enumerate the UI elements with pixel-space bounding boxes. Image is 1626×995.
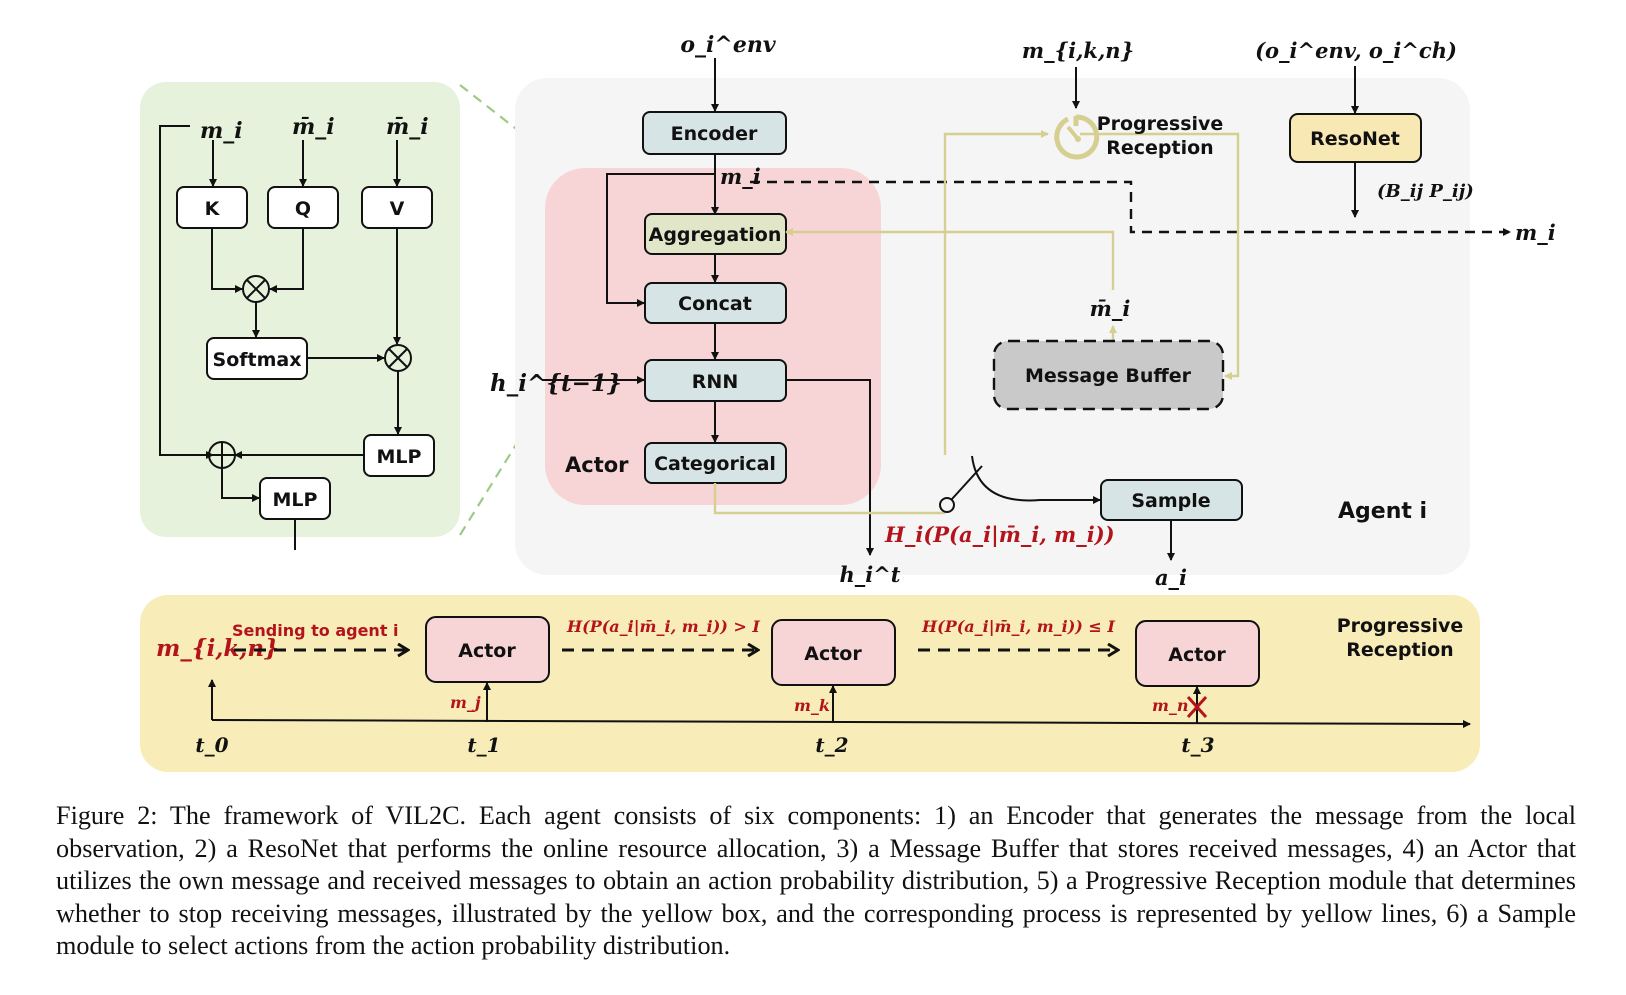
h-prev-label: h_i^{t−1} — [490, 370, 622, 397]
q-label: Q — [295, 198, 311, 220]
attention-panel: m_i m̄_i m̄_i K Q V Softmax — [140, 82, 649, 550]
resonet-output-label: (B_ij P_ij) — [1377, 181, 1474, 202]
time-axis — [211, 719, 1471, 728]
timeline-actor-1-label: Actor — [458, 640, 516, 662]
msg-broadcast-line — [750, 180, 1511, 236]
msg-skip-to-concat — [606, 173, 715, 307]
action-label: a_i — [1155, 565, 1187, 590]
attention-input-mi: m_i — [200, 118, 243, 144]
blocked-cross-icon — [1186, 695, 1208, 719]
message-buffer-label: Message Buffer — [1025, 365, 1192, 387]
t2-label: t_2 — [815, 733, 848, 757]
obs-env-label: o_i^env — [680, 32, 775, 58]
attention-input-mbar-q: m̄_i — [292, 114, 335, 140]
resonet-label: ResoNet — [1310, 128, 1400, 150]
condition-1-label: H(P(a_i|m̄_i, m_i)) > I — [566, 617, 760, 636]
switch-icon — [939, 455, 1101, 513]
progressive-label-line2: Reception — [1106, 137, 1213, 159]
add-icon — [208, 441, 236, 469]
buffer-to-aggregation — [785, 228, 1115, 290]
aggregation-label: Aggregation — [649, 224, 782, 246]
msg-mi-label: m_i — [720, 164, 761, 189]
concat-label: Concat — [678, 293, 752, 315]
agent-title: Agent i — [1338, 499, 1427, 524]
progressive-input-label: m_{i,k,n} — [1022, 38, 1134, 63]
encoder-label: Encoder — [671, 123, 758, 145]
msg-out-right-label: m_i — [1515, 220, 1556, 245]
entropy-label: H_i(P(a_i|m̄_i, m_i)) — [884, 522, 1115, 547]
timeline-actor-2-label: Actor — [804, 643, 862, 665]
t1-label: t_1 — [467, 733, 500, 757]
actor-region — [545, 168, 881, 505]
mlp-label-2: MLP — [273, 489, 318, 511]
msg-k-label: m_k — [794, 696, 830, 715]
condition-2-label: H(P(a_i|m̄_i, m_i)) ≤ I — [921, 617, 1115, 636]
figure-caption: Figure 2: The framework of VIL2C. Each a… — [56, 801, 1576, 960]
buffer-output-label: m̄_i — [1090, 296, 1131, 321]
timeline-panel: Progressive Reception m_{i,k,n} Sending … — [140, 595, 1480, 772]
switch-to-progressive — [943, 130, 1049, 455]
timeline-title-line2: Reception — [1346, 639, 1453, 661]
progressive-label-line1: Progressive — [1097, 113, 1224, 135]
k-label: K — [205, 198, 221, 220]
rnn-label: RNN — [692, 371, 738, 393]
k-to-mult — [211, 228, 243, 293]
t0-label: t_0 — [195, 733, 228, 757]
v-label: V — [390, 198, 405, 220]
msg-j-label: m_j — [450, 693, 481, 712]
sending-label: Sending to agent i — [232, 621, 399, 640]
timeline-title-line1: Progressive — [1337, 615, 1464, 637]
categorical-label: Categorical — [654, 453, 776, 475]
sample-label: Sample — [1131, 490, 1210, 512]
h-next-label: h_i^t — [839, 562, 900, 587]
timeline-actor-3-label: Actor — [1168, 644, 1226, 666]
progressive-to-buffer — [1080, 132, 1240, 380]
attention-input-mbar-v: m̄_i — [386, 114, 429, 140]
rnn-to-hnext — [786, 379, 874, 556]
actor-region-label: Actor — [565, 453, 629, 477]
resonet-input-label: (o_i^env, o_i^ch) — [1255, 38, 1457, 63]
q-to-mult — [269, 228, 304, 293]
t3-label: t_3 — [1181, 733, 1214, 757]
message-buffer-box — [992, 339, 1225, 411]
add-to-mlp — [221, 468, 260, 502]
residual-connection — [159, 125, 214, 459]
softmax-label: Softmax — [213, 349, 302, 371]
mlp-label-1: MLP — [377, 446, 422, 468]
progressive-reception-gauge-icon — [1054, 114, 1100, 160]
agent-panel: o_i^env Encoder m_i m_i Aggregation Conc… — [490, 32, 1556, 590]
categorical-to-switch — [713, 483, 945, 515]
msg-n-label: m_n — [1152, 696, 1189, 715]
